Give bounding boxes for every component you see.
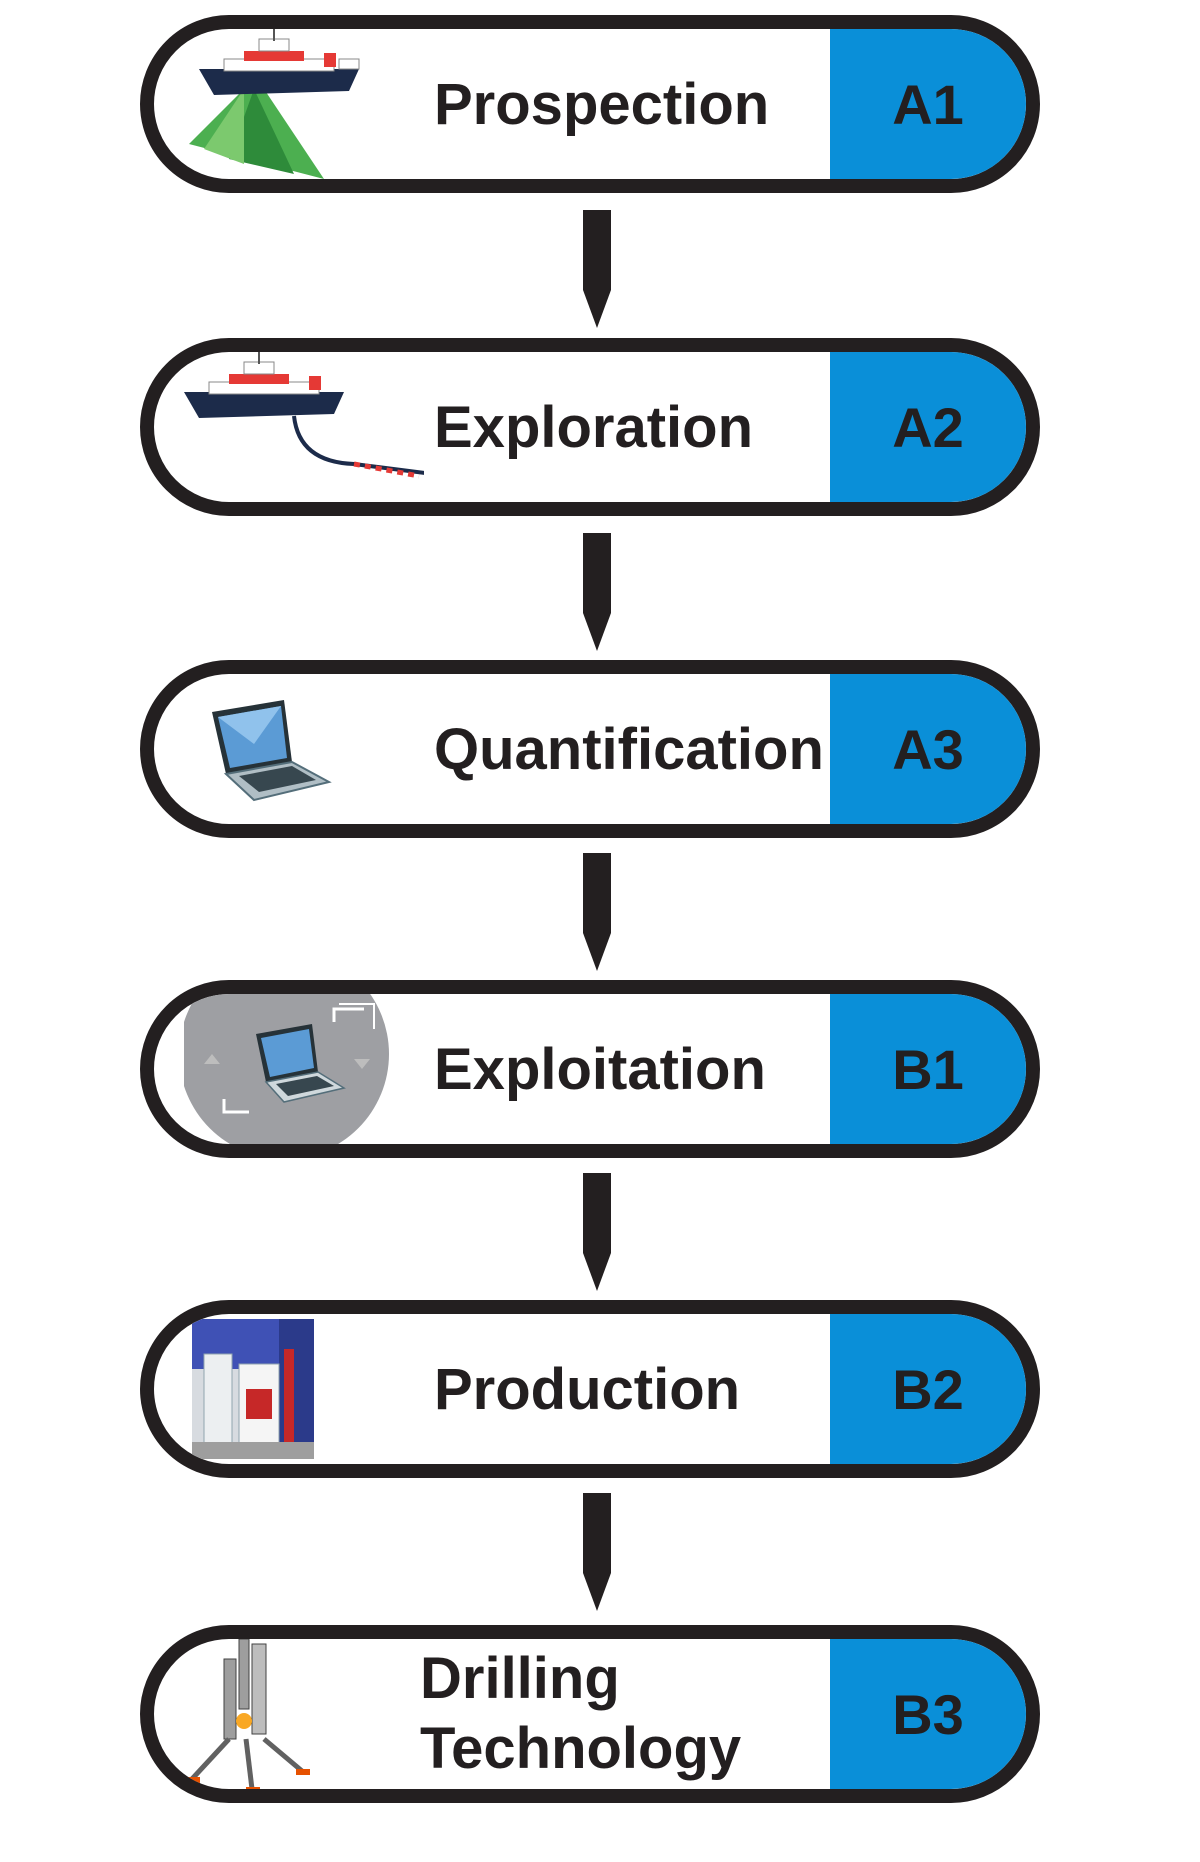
flow-arrow: [580, 1173, 614, 1291]
stage-code-box: A2: [830, 352, 1026, 502]
stage-label-line2: Technology: [420, 1716, 742, 1781]
stage-a2: Exploration A2: [140, 338, 1040, 516]
stage-label: Exploration: [434, 394, 754, 460]
stage-label: Prospection: [434, 71, 770, 137]
stage-code-box: A1: [830, 29, 1026, 179]
stage-code: B2: [892, 1357, 964, 1421]
stage-code: B1: [892, 1037, 964, 1101]
stage-code: B3: [892, 1682, 964, 1746]
flow-arrow: [580, 210, 614, 328]
stage-label: Production: [434, 1356, 741, 1422]
stage-a1: Prospection A1: [140, 15, 1040, 193]
stage-b1: Exploitation B1: [140, 980, 1040, 1158]
stage-code-box: A3: [830, 674, 1026, 824]
laptop-icon: [184, 674, 414, 824]
stage-code-box: B3: [830, 1639, 1026, 1789]
flow-arrow: [580, 533, 614, 651]
laptop-video-icon: [184, 994, 414, 1144]
laboratory-equipment-photo: [184, 1314, 414, 1464]
flow-arrow: [580, 1493, 614, 1611]
survey-ship-cable-icon: [184, 352, 424, 502]
stage-a3: Quantification A3: [140, 660, 1040, 838]
stage-code: A3: [892, 717, 964, 781]
stage-b3: Drilling Technology B3: [140, 1625, 1040, 1803]
flow-arrow: [580, 853, 614, 971]
stage-label-line1: Drilling: [420, 1646, 620, 1711]
drilling-rig-icon: [184, 1639, 414, 1789]
stage-code-box: B1: [830, 994, 1026, 1144]
survey-ship-sonar-icon: [184, 29, 414, 179]
stage-label: Exploitation: [434, 1036, 766, 1102]
stage-code-box: B2: [830, 1314, 1026, 1464]
stage-b2: Production B2: [140, 1300, 1040, 1478]
stage-label: Drilling Technology: [420, 1639, 741, 1789]
stage-code: A2: [892, 395, 964, 459]
stage-code: A1: [892, 72, 964, 136]
stage-label: Quantification: [434, 716, 824, 782]
